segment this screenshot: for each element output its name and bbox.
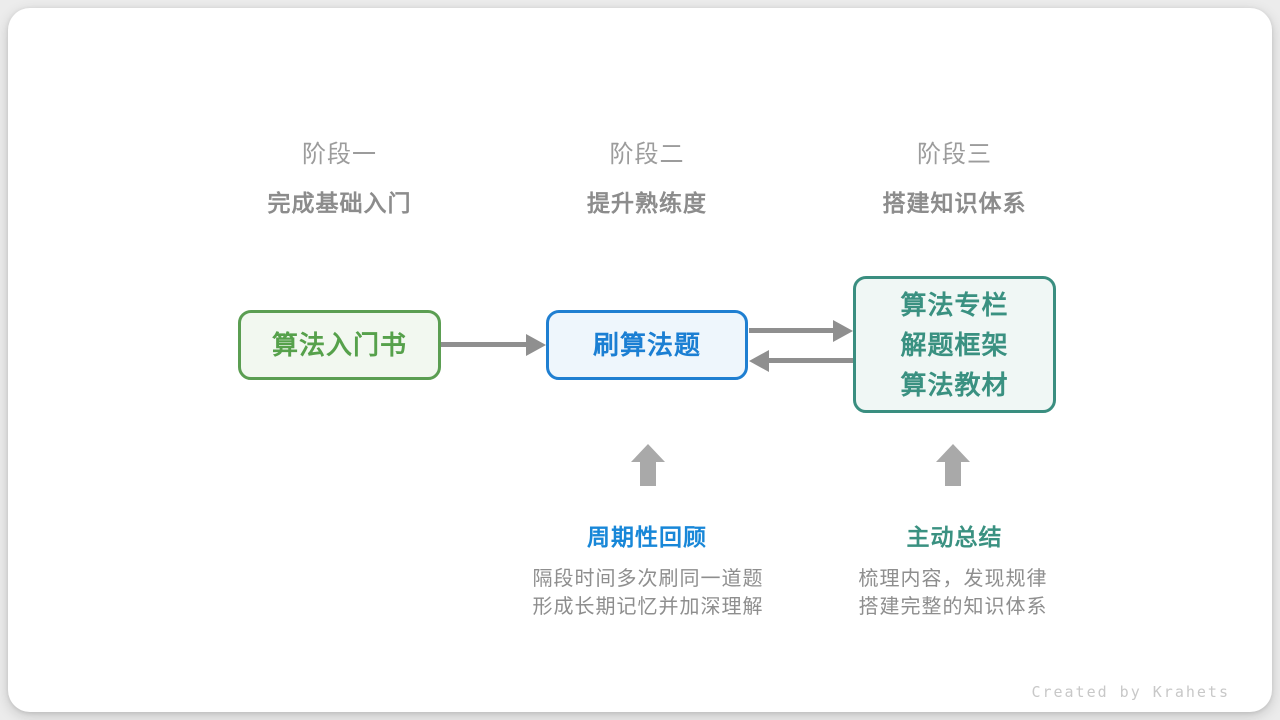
credit-text: Created by Krahets: [1031, 683, 1230, 701]
desc-line: 形成长期记忆并加深理解: [532, 596, 764, 618]
node-algorithm-intro-book-label: 算法入门书: [271, 330, 407, 360]
arrow-head-right-icon: [526, 334, 546, 356]
stage-1-subtitle: 完成基础入门: [267, 190, 412, 216]
arrow-head-right-icon: [833, 320, 853, 342]
arrow-shaft: [768, 358, 853, 363]
annotation-periodic-review-title: 周期性回顾: [587, 524, 707, 550]
stage-3-label: 阶段三: [917, 141, 992, 168]
node-practice-problems: 刷算法题: [546, 310, 748, 380]
arrow-shaft: [749, 328, 834, 333]
annotation-periodic-review-desc: 隔段时间多次刷同一道题 形成长期记忆并加深理解: [488, 565, 808, 621]
stage-2-label: 阶段二: [609, 141, 685, 168]
node-practice-problems-label: 刷算法题: [592, 330, 701, 360]
desc-line: 梳理内容，发现规律: [858, 568, 1048, 590]
annotation-active-summary-title: 主动总结: [906, 524, 1003, 550]
node-knowledge-resources: 算法专栏 解题框架 算法教材: [853, 276, 1056, 413]
stage-1-label: 阶段一: [302, 141, 377, 168]
node-knowledge-resources-line-3: 算法教材: [900, 369, 1009, 400]
up-arrow-icon: [936, 444, 970, 486]
node-algorithm-intro-book: 算法入门书: [238, 310, 441, 380]
arrow-head-left-icon: [749, 350, 769, 372]
node-knowledge-resources-line-2: 解题框架: [900, 329, 1009, 360]
diagram-card: 阶段一 完成基础入门 阶段二 提升熟练度 阶段三 搭建知识体系 算法入门书 刷算…: [8, 8, 1272, 712]
annotation-active-summary-desc: 梳理内容，发现规律 搭建完整的知识体系: [793, 565, 1113, 621]
stage-2-subtitle: 提升熟练度: [587, 190, 707, 216]
stage-3-subtitle: 搭建知识体系: [882, 190, 1027, 216]
desc-line: 隔段时间多次刷同一道题: [532, 568, 764, 590]
desc-line: 搭建完整的知识体系: [858, 596, 1048, 618]
node-knowledge-resources-line-1: 算法专栏: [900, 289, 1009, 320]
arrow-shaft: [441, 342, 527, 347]
up-arrow-icon: [631, 444, 665, 486]
